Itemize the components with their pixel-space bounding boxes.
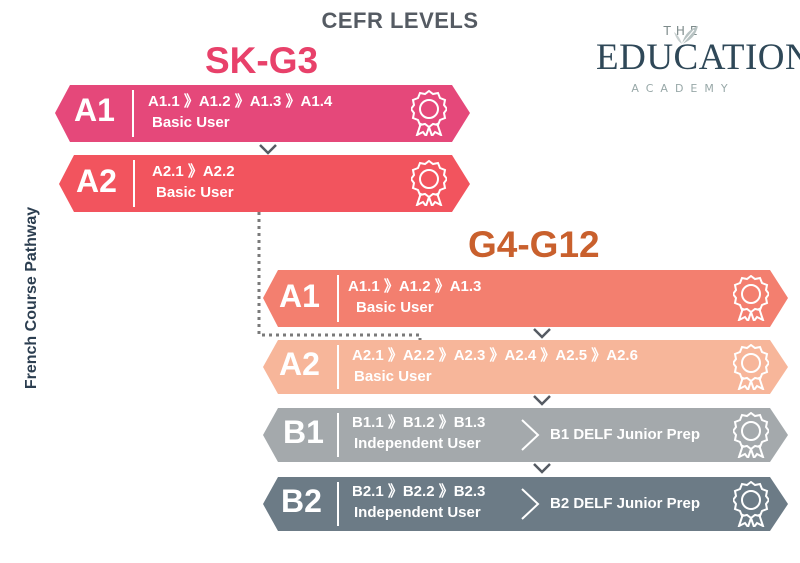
logo-line-education: EDUCATION: [596, 37, 800, 78]
award-ribbon-icon: [733, 275, 769, 321]
sublevels: A2.1 》A2.2: [152, 163, 235, 180]
section-heading-g4-g12: G4-G12: [468, 224, 600, 265]
level-details: A2.1 》A2.2 》A2.3 》A2.4 》A2.5 》A2.6 Basic…: [352, 345, 638, 387]
award-ribbon-icon: [411, 160, 447, 206]
sublevels: A2.1 》A2.2 》A2.3 》A2.4 》A2.5 》A2.6: [352, 347, 638, 364]
chevron-down-icon: [259, 144, 277, 155]
level-details: A1.1 》A1.2 》A1.3 Basic User: [348, 276, 481, 318]
award-ribbon-icon: [733, 344, 769, 390]
sublevels: B1.1 》B1.2 》B1.3: [352, 414, 486, 431]
level-code: A2: [279, 346, 320, 382]
sublevels: A1.1 》A1.2 》A1.3 》A1.4: [148, 93, 333, 110]
level-code: B1: [283, 414, 324, 450]
delf-prep-label: B2 DELF Junior Prep: [550, 495, 701, 512]
logo-line-academy: ACADEMY: [631, 82, 735, 95]
level-code: A2: [76, 163, 117, 199]
award-ribbon-icon: [733, 481, 769, 527]
level-code: A1: [279, 278, 320, 314]
education-academy-logo: THE EDUCATION ACADEMY: [596, 24, 800, 100]
user-type: Independent User: [354, 504, 481, 521]
award-ribbon-icon: [411, 90, 447, 136]
band-fill: [55, 85, 470, 142]
level-details: A2.1 》A2.2 Basic User: [152, 161, 235, 203]
delf-prep-label: B1 DELF Junior Prep: [550, 426, 701, 443]
sublevels: A1.1 》A1.2 》A1.3: [348, 278, 482, 295]
leaf-icon: [674, 26, 698, 45]
user-type: Basic User: [156, 184, 234, 201]
section-heading-sk-g3: SK-G3: [205, 40, 319, 81]
level-code: A1: [74, 92, 115, 128]
user-type: Independent User: [354, 435, 481, 452]
chevron-down-icon: [533, 328, 551, 339]
chevron-down-icon: [533, 395, 551, 406]
level-code: B2: [281, 483, 322, 519]
page-title: CEFR LEVELS: [321, 8, 479, 33]
chevron-down-icon: [533, 463, 551, 474]
level-details: B2.1 》B2.2 》B2.3 Independent User: [352, 481, 485, 523]
sublevels: B2.1 》B2.2 》B2.3: [352, 483, 486, 500]
level-details: A1.1 》A1.2 》A1.3 》A1.4 Basic User: [148, 91, 332, 133]
user-type: Basic User: [354, 368, 432, 385]
user-type: Basic User: [152, 114, 230, 131]
user-type: Basic User: [356, 299, 434, 316]
award-ribbon-icon: [733, 412, 769, 458]
level-details: B1.1 》B1.2 》B1.3 Independent User: [352, 412, 485, 454]
